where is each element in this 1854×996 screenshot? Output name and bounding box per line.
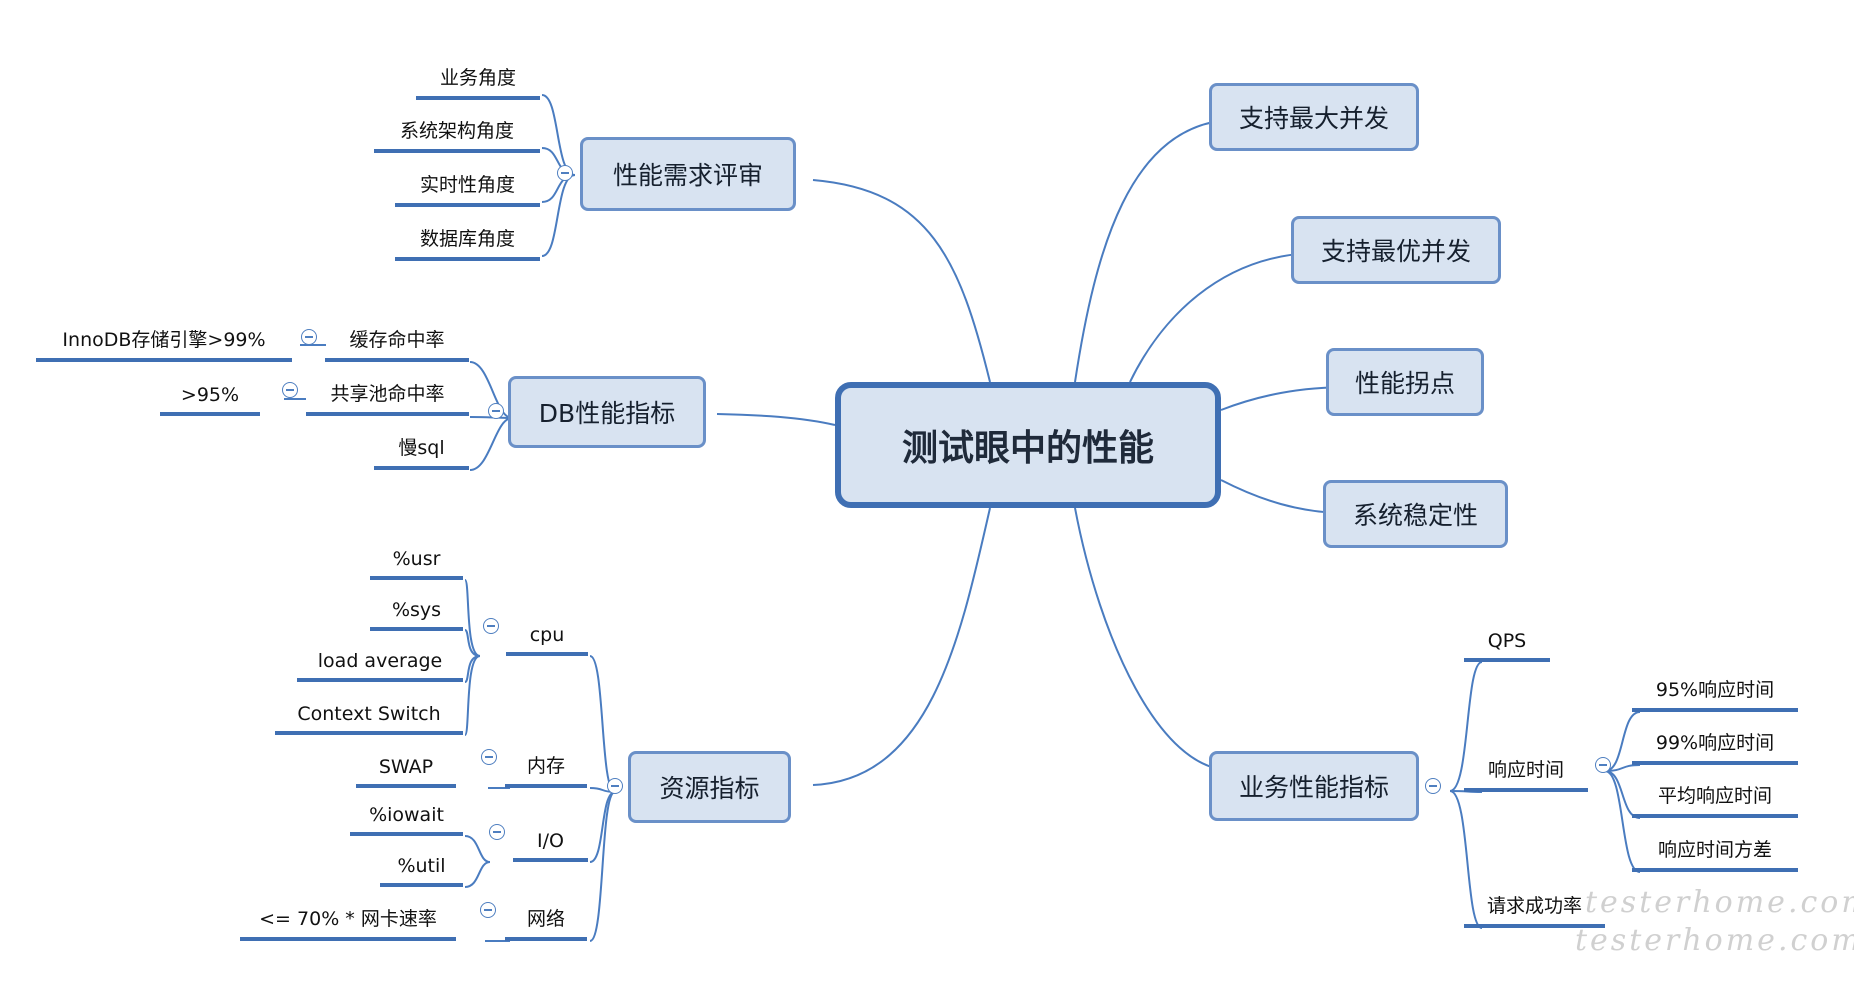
leaf-p95-response-time[interactable]: 95%响应时间 — [1632, 678, 1798, 712]
leaf-load-average[interactable]: load average — [297, 648, 463, 682]
leaf-swap[interactable]: SWAP — [356, 754, 456, 788]
leaf-network-threshold[interactable]: <= 70% * 网卡速率 — [240, 907, 456, 941]
leaf-p99-response-time[interactable]: 99%响应时间 — [1632, 731, 1798, 765]
connector-root-business — [1074, 507, 1231, 771]
connector-root-maxconc — [1074, 119, 1231, 383]
leaf-context-switch[interactable]: Context Switch — [275, 701, 463, 735]
leaf-database-view[interactable]: 数据库角度 — [395, 227, 540, 261]
connector-root-resource — [812, 507, 991, 786]
leaf-business-view[interactable]: 业务角度 — [416, 66, 540, 100]
topic-resource-metrics[interactable]: 资源指标 — [628, 751, 791, 823]
collapse-toggle-icon[interactable] — [480, 902, 496, 918]
leaf-realtime-view[interactable]: 实时性角度 — [395, 173, 540, 207]
connector-root-db — [716, 413, 836, 426]
leaf-slow-sql[interactable]: 慢sql — [374, 436, 469, 470]
leaf-architecture-view[interactable]: 系统架构角度 — [374, 119, 540, 153]
connector-root-optconc — [1129, 252, 1316, 383]
leaf-util[interactable]: %util — [380, 853, 463, 887]
leaf-response-time-variance[interactable]: 响应时间方差 — [1632, 838, 1798, 872]
collapse-toggle-icon[interactable] — [282, 382, 298, 398]
root-topic[interactable]: 测试眼中的性能 — [835, 382, 1221, 508]
watermark-text: testerhome.com — [1585, 885, 1854, 920]
collapse-toggle-icon[interactable] — [488, 403, 504, 419]
watermark-text: testerhome.com — [1575, 923, 1854, 958]
collapse-toggle-icon[interactable] — [483, 618, 499, 634]
topic-db-metrics[interactable]: DB性能指标 — [508, 376, 706, 448]
collapse-toggle-icon[interactable] — [557, 165, 573, 181]
topic-inflection-point[interactable]: 性能拐点 — [1326, 348, 1484, 416]
collapse-toggle-icon[interactable] — [489, 824, 505, 840]
leaf-memory[interactable]: 内存 — [505, 754, 587, 788]
collapse-toggle-icon[interactable] — [301, 329, 317, 345]
collapse-toggle-icon[interactable] — [607, 778, 623, 794]
collapse-toggle-icon[interactable] — [481, 749, 497, 765]
leaf-shared-pool-threshold[interactable]: >95% — [160, 382, 260, 416]
topic-business-metrics[interactable]: 业务性能指标 — [1209, 751, 1419, 821]
leaf-qps[interactable]: QPS — [1464, 628, 1550, 662]
leaf-avg-response-time[interactable]: 平均响应时间 — [1632, 784, 1798, 818]
leaf-innodb-hit-rate[interactable]: InnoDB存储引擎>99% — [36, 328, 292, 362]
topic-system-stability[interactable]: 系统稳定性 — [1323, 480, 1508, 548]
leaf-response-time[interactable]: 响应时间 — [1464, 758, 1588, 792]
leaf-iowait[interactable]: %iowait — [350, 802, 463, 836]
leaf-network[interactable]: 网络 — [505, 907, 587, 941]
collapse-toggle-icon[interactable] — [1595, 757, 1611, 773]
leaf-cpu-usr[interactable]: %usr — [370, 546, 463, 580]
connector-root-requirements — [812, 179, 991, 383]
leaf-cache-hit-rate[interactable]: 缓存命中率 — [325, 328, 469, 362]
leaf-io[interactable]: I/O — [513, 828, 588, 862]
topic-requirements-review[interactable]: 性能需求评审 — [580, 137, 796, 211]
leaf-cpu-sys[interactable]: %sys — [370, 597, 463, 631]
collapse-toggle-icon[interactable] — [1425, 778, 1441, 794]
leaf-success-rate[interactable]: 请求成功率 — [1464, 894, 1605, 928]
topic-optimal-concurrency[interactable]: 支持最优并发 — [1291, 216, 1501, 284]
topic-max-concurrency[interactable]: 支持最大并发 — [1209, 83, 1419, 151]
leaf-cpu[interactable]: cpu — [506, 622, 588, 656]
leaf-shared-pool-hit-rate[interactable]: 共享池命中率 — [306, 382, 469, 416]
